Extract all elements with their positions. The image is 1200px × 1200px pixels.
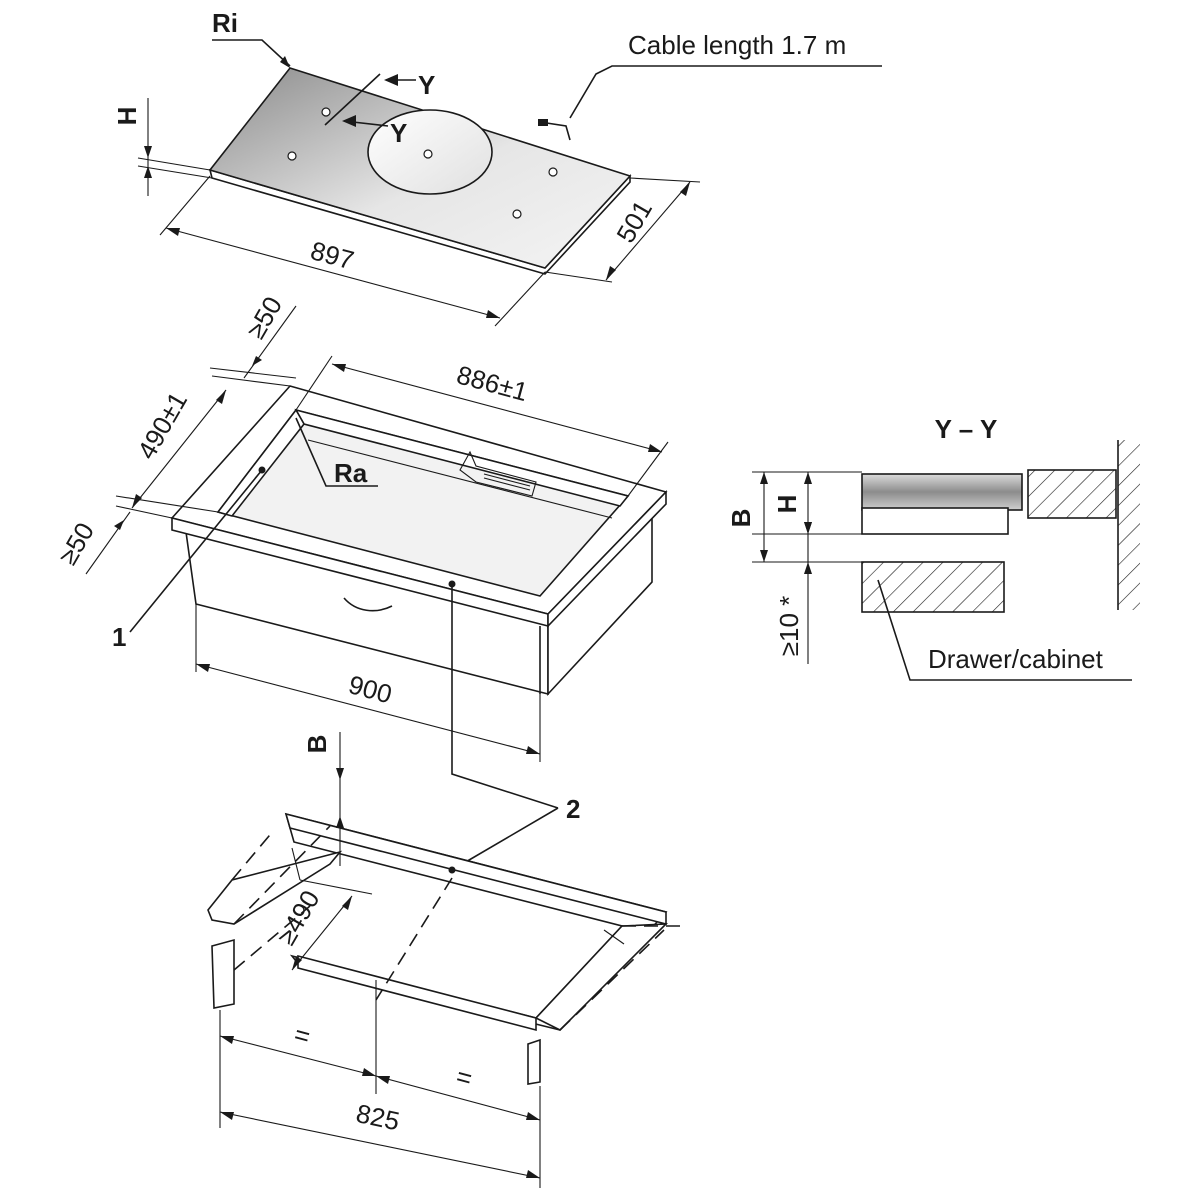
callout-dot-2b	[448, 866, 456, 874]
drawer-handle	[343, 597, 393, 612]
section-worktop	[1027, 469, 1117, 519]
dim-900	[195, 604, 541, 762]
section-y-upper: Y	[418, 70, 435, 100]
drawer-cabinet-label: Drawer/cabinet	[928, 644, 1104, 674]
section-y-lower: Y	[390, 118, 407, 148]
frame-centerline	[375, 877, 453, 1001]
screw-dot	[321, 107, 331, 117]
support-frame	[284, 812, 668, 1031]
section-wall	[1118, 440, 1140, 610]
drawer-leader	[877, 579, 1132, 681]
callout-1-label: 1	[112, 622, 126, 652]
frame-rail-side	[534, 923, 669, 1031]
callout-2-leader-top	[451, 584, 559, 809]
frame-dashed-5	[559, 929, 665, 1031]
section-b-label: B	[726, 509, 756, 528]
dim-b-lower	[336, 732, 344, 866]
support-frame-group	[207, 812, 680, 1094]
screw-dot	[423, 149, 433, 159]
dim-897-label: 897	[307, 235, 357, 275]
section-title: Y – Y	[935, 414, 998, 444]
section-drawer	[861, 561, 1005, 613]
screw-dot	[548, 167, 558, 177]
section-line-y	[324, 73, 381, 126]
section-hob-lower	[861, 507, 1009, 535]
section-h-label: H	[772, 495, 802, 514]
dim-825	[219, 1111, 541, 1179]
cabinet-cutout-group	[170, 385, 668, 697]
plate-height-dimension	[137, 98, 213, 196]
frame-post-right	[527, 1038, 541, 1085]
dim-490	[115, 389, 227, 513]
dim-825-label: 825	[354, 1098, 403, 1136]
dim-eq2-label: =	[453, 1061, 475, 1094]
frame-bracket-left	[207, 850, 343, 925]
lower-b-label: B	[302, 735, 332, 754]
callout-2-label: 2	[566, 794, 580, 824]
frame-post-left	[211, 938, 235, 1009]
frame-rail-front	[297, 954, 537, 1032]
cable-plug	[538, 119, 548, 126]
hob-plate-group	[208, 67, 632, 275]
section-ge10-label: ≥10 *	[774, 596, 804, 657]
section-arrow-lower-head	[342, 115, 356, 127]
frame-dashed-3	[233, 905, 311, 971]
callout-1-leader	[129, 469, 263, 633]
dim-900-label: 900	[345, 669, 395, 709]
dim-ge50-upper	[209, 305, 297, 387]
dim-equal-halves	[219, 1010, 541, 1188]
section-view	[752, 440, 1140, 681]
inner-connector	[459, 450, 537, 497]
screw-dot	[287, 151, 297, 161]
cutout-left-wall	[216, 408, 305, 517]
cable-length-label: Cable length 1.7 m	[628, 30, 846, 60]
dim-490-label: 490±1	[131, 387, 193, 464]
dim-ge50-lower	[85, 505, 173, 575]
dim-ge50-lower-label: ≥50	[52, 517, 100, 569]
ri-arrow	[280, 56, 290, 68]
cable-connector	[539, 121, 571, 141]
dim-886	[295, 355, 669, 497]
plate-h-label: H	[112, 107, 142, 126]
screw-dot	[512, 209, 522, 219]
frame-dashed-1	[231, 829, 275, 881]
section-hob-upper	[861, 473, 1023, 511]
frame-dashed-2	[233, 825, 331, 925]
section-arrow-upper-head	[384, 74, 398, 86]
worktop-edge-side	[547, 490, 667, 628]
dim-501-label: 501	[610, 195, 658, 248]
ri-leader	[212, 39, 291, 67]
ri-label: Ri	[212, 8, 238, 38]
callout-2-leader-bottom	[451, 807, 559, 871]
dim-897	[159, 175, 546, 327]
dim-501	[544, 177, 701, 283]
cable-leader	[569, 65, 882, 119]
ra-label: Ra	[334, 458, 368, 488]
ra-leader	[295, 417, 378, 487]
inner-rail	[307, 439, 613, 519]
dim-eq1-label: =	[291, 1019, 313, 1052]
dim-ge490	[291, 895, 353, 971]
dim-ge50-upper-label: ≥50	[240, 291, 288, 343]
